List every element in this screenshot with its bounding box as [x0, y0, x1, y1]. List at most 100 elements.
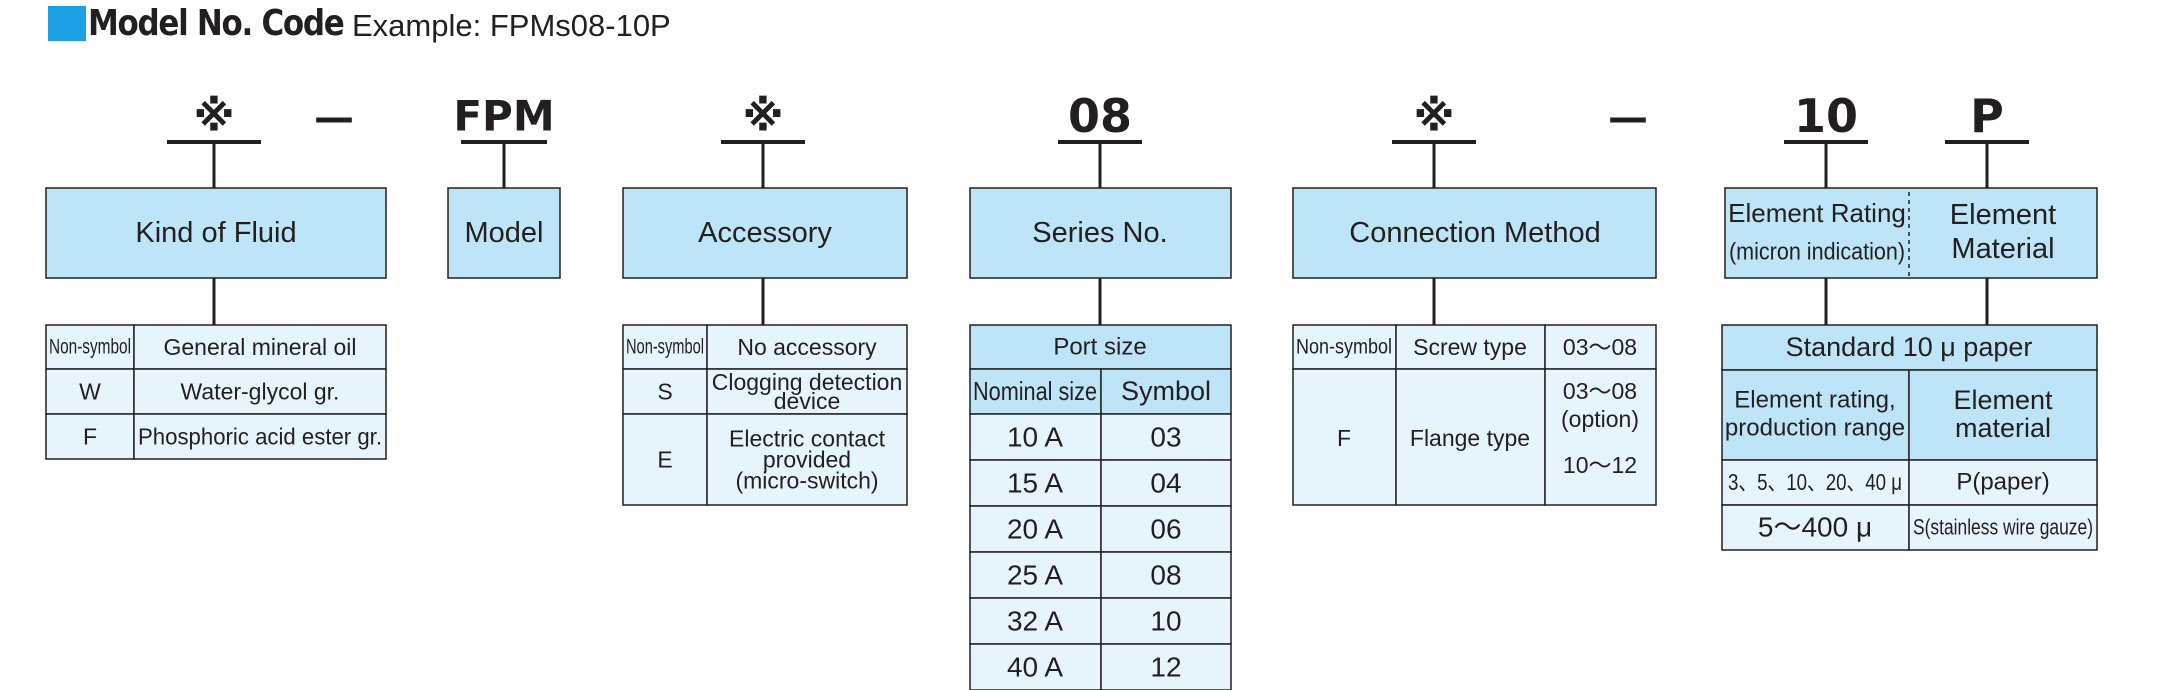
fluid-description: Phosphoric acid ester gr. [138, 424, 382, 450]
code-symbol-model: FPM [453, 92, 554, 141]
series-table-row [1100, 459, 1232, 507]
accessory-symbol: E [657, 447, 672, 473]
element-table-row [1908, 504, 2098, 551]
box-kind-of-fluid-label: Kind of Fluid [135, 217, 296, 249]
series-symbol: 06 [1150, 514, 1181, 545]
page-title: Model No. Code [88, 3, 345, 44]
element-table-header [1721, 369, 1910, 461]
series-symbol: 03 [1150, 422, 1181, 453]
box-connection-method-label: Connection Method [1349, 217, 1601, 249]
element-rating-range: 5～400 μ [1758, 512, 1872, 543]
accessory-description: Clogging detection [712, 369, 903, 395]
series-table-row [1100, 597, 1232, 645]
series-nominal-size: 40 A [1007, 652, 1063, 683]
element-table-row [1721, 504, 1910, 551]
connection-table-row [1544, 368, 1657, 506]
fluid-description: General mineral oil [163, 334, 356, 360]
series-nominal-size: 25 A [1007, 560, 1063, 591]
box-model-label: Model [465, 217, 544, 249]
connection-type: Flange type [1410, 425, 1530, 451]
element-table-header [1908, 369, 2098, 461]
fluid-table-row [45, 413, 135, 460]
fluid-table-row [133, 413, 387, 460]
code-symbol-accessory: ※ [743, 92, 784, 141]
accessory-description: No accessory [737, 334, 877, 360]
accessory-table-row [622, 324, 708, 370]
connection-symbol: Non-symbol [1296, 336, 1392, 359]
box-series-no [969, 187, 1232, 279]
connection-table-row [1544, 324, 1657, 370]
fluid-symbol: Non-symbol [49, 336, 131, 359]
element-table-row [1908, 459, 2098, 506]
series-table-title [969, 324, 1232, 370]
code-dash-1: — [314, 95, 354, 141]
connection-range: 03～08 [1563, 334, 1637, 360]
code-symbol-series: 08 [1068, 89, 1132, 143]
series-table-row [1100, 505, 1232, 553]
series-symbol: 04 [1150, 468, 1181, 499]
series-header-nominal: Nominal size [973, 376, 1097, 406]
header-square-icon [48, 6, 86, 41]
accessory-description: (micro-switch) [735, 468, 878, 494]
code-symbol-connection: ※ [1414, 92, 1455, 141]
box-element [1724, 187, 2098, 279]
box-accessory [622, 187, 908, 279]
series-symbol: 12 [1150, 652, 1181, 683]
series-nominal-size: 10 A [1007, 422, 1063, 453]
element-table-title [1721, 324, 2098, 371]
series-table-row [1100, 643, 1232, 690]
model-example: Example: FPMs08-10P [352, 8, 671, 43]
accessory-table-row [622, 413, 708, 506]
connection-table-row [1395, 368, 1546, 506]
code-symbol-material: P [1970, 89, 2004, 143]
accessory-description: Electric contact [729, 426, 886, 452]
accessory-description: device [774, 388, 840, 414]
connection-range: 03～08 [1563, 378, 1637, 404]
code-symbol-fluid: ※ [194, 92, 235, 141]
series-nominal-size: 32 A [1007, 606, 1063, 637]
box-element-rating-label: Element Rating [1728, 198, 1906, 228]
element-material-value: P(paper) [1956, 469, 2049, 496]
element-header-material-2: material [1955, 413, 2051, 443]
box-kind-of-fluid [45, 187, 387, 279]
accessory-table-row [706, 324, 908, 370]
element-header-material: Element [1953, 385, 2053, 415]
series-table-row [969, 505, 1102, 553]
connection-symbol: F [1337, 425, 1351, 451]
box-element-material-label-2: Material [1951, 233, 2054, 265]
code-symbol-rating: 10 [1794, 89, 1858, 143]
series-table-title-label: Port size [1053, 334, 1146, 361]
series-table-row [969, 551, 1102, 599]
element-header-rating-2: production range [1725, 415, 1905, 442]
accessory-symbol: S [657, 379, 672, 405]
series-table-row [969, 643, 1102, 690]
connection-range: 10～12 [1563, 452, 1637, 478]
accessory-symbol: Non-symbol [626, 336, 704, 359]
series-table-row [1100, 551, 1232, 599]
fluid-symbol: F [83, 424, 97, 450]
box-element-material-label: Element [1950, 199, 2056, 231]
element-table-title-label: Standard 10 μ paper [1786, 332, 2033, 362]
series-symbol: 08 [1150, 560, 1181, 591]
box-accessory-label: Accessory [698, 217, 832, 249]
connection-type: Screw type [1413, 334, 1527, 360]
box-model [447, 187, 561, 279]
fluid-table-row [133, 324, 387, 370]
box-element-rating-sub: (micron indication) [1729, 239, 1905, 266]
element-table-row [1721, 459, 1910, 506]
accessory-table-row [706, 413, 908, 506]
series-table-header [969, 368, 1102, 415]
series-nominal-size: 15 A [1007, 468, 1063, 499]
box-series-no-label: Series No. [1032, 217, 1167, 249]
series-table-row [969, 413, 1102, 461]
series-nominal-size: 20 A [1007, 514, 1063, 545]
connection-range-note: (option) [1561, 406, 1639, 432]
series-symbol: 10 [1150, 606, 1181, 637]
connection-table-row [1395, 324, 1546, 370]
accessory-description: provided [763, 447, 851, 473]
element-material-value: S(stainless wire gauze) [1913, 515, 2093, 540]
connection-table-row [1292, 368, 1397, 506]
element-header-rating: Element rating, [1734, 387, 1895, 414]
box-connection-method [1292, 187, 1657, 279]
